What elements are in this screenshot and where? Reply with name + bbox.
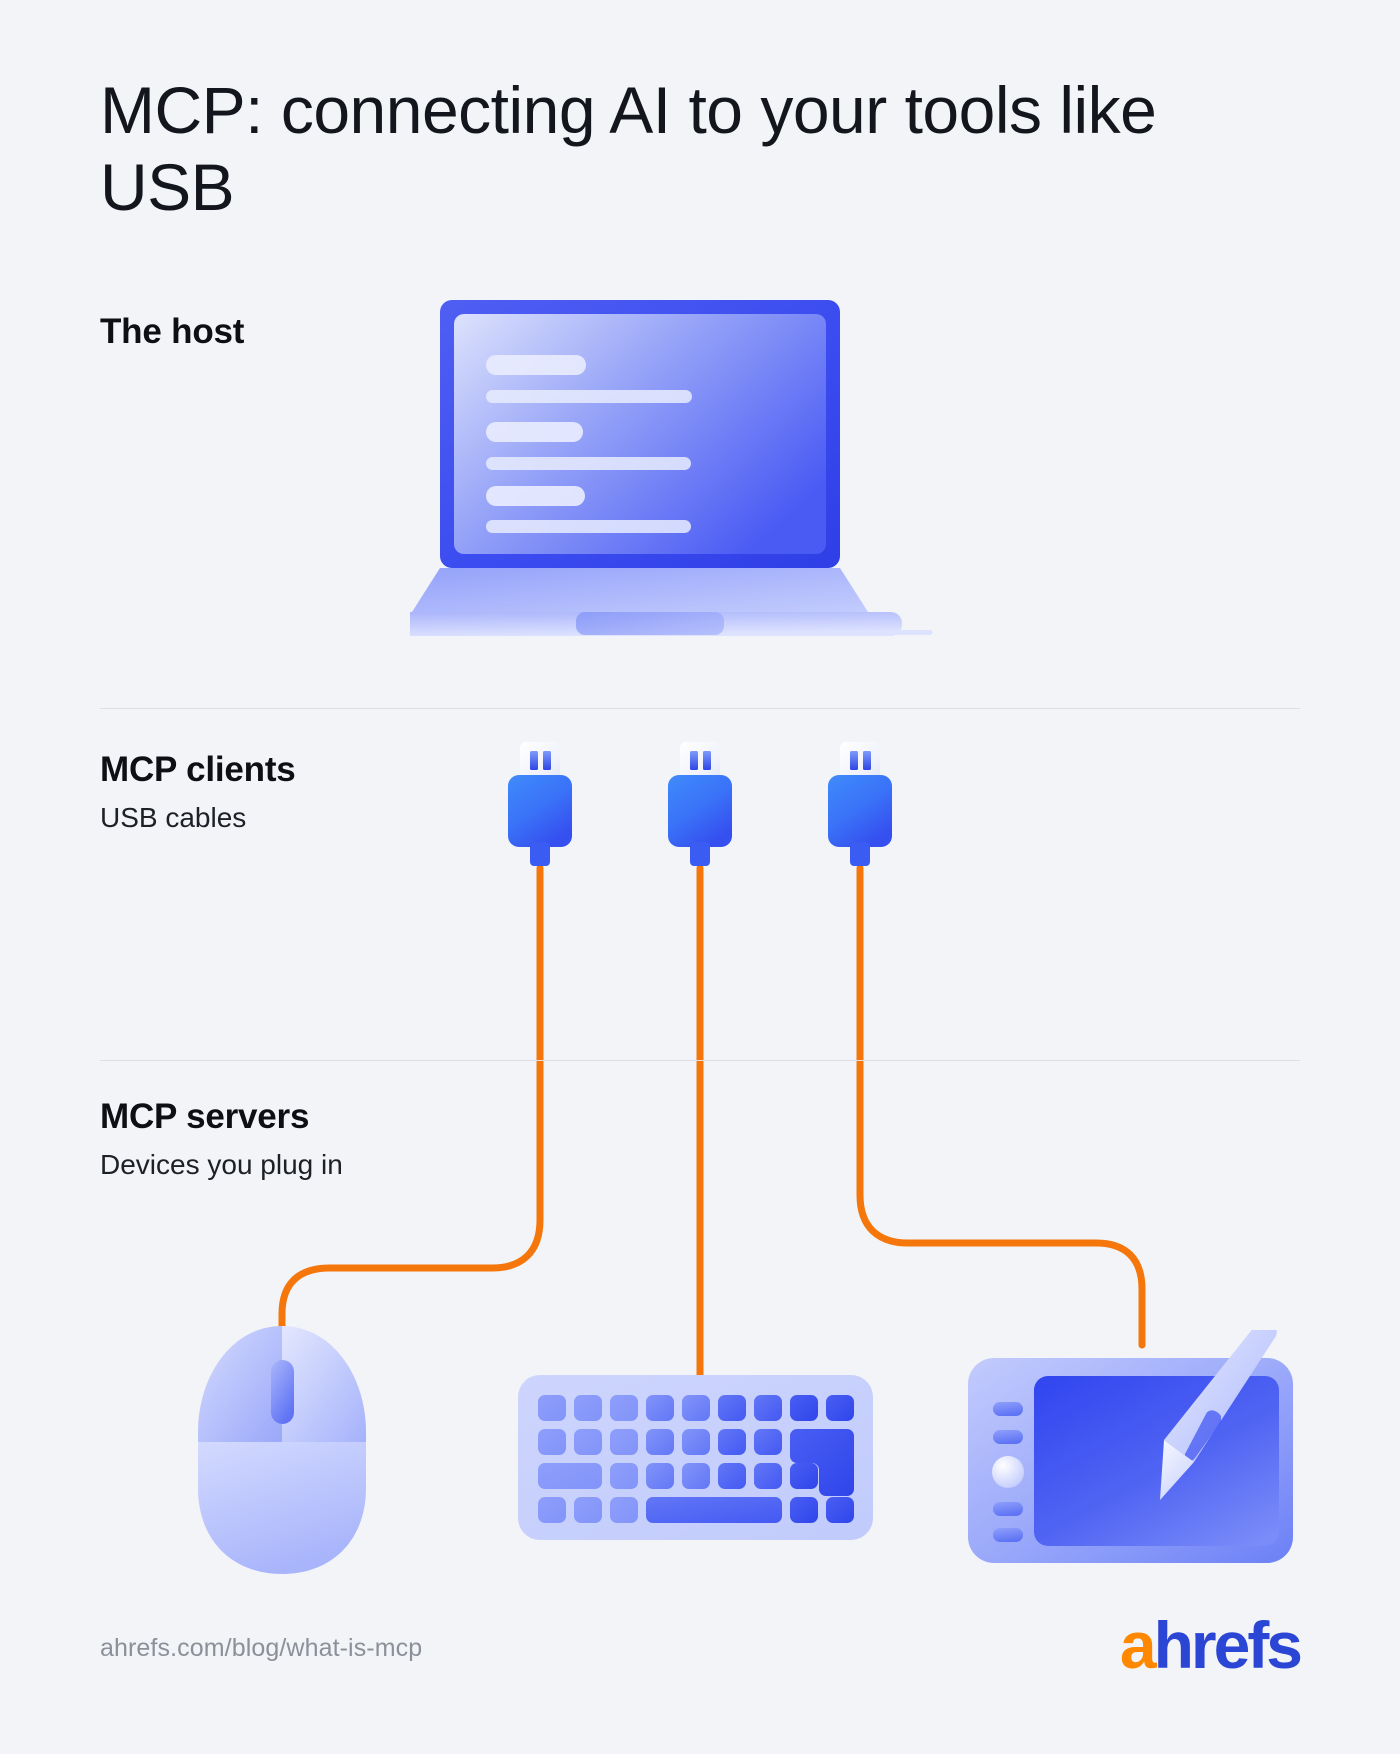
key bbox=[826, 1395, 854, 1421]
divider-clients-servers bbox=[100, 1060, 1300, 1061]
tablet-button bbox=[993, 1430, 1023, 1444]
key bbox=[790, 1395, 818, 1421]
mouse-illustration bbox=[192, 1320, 372, 1580]
tablet-stylus bbox=[1160, 1330, 1277, 1500]
key bbox=[610, 1429, 638, 1455]
key bbox=[574, 1395, 602, 1421]
screen-line bbox=[486, 457, 691, 470]
key bbox=[826, 1497, 854, 1523]
key bbox=[754, 1395, 782, 1421]
tablet-button bbox=[993, 1502, 1023, 1516]
key-capslock bbox=[538, 1463, 602, 1489]
screen-line bbox=[486, 390, 692, 403]
divider-host-clients bbox=[100, 708, 1300, 709]
section-label-host: The host bbox=[100, 312, 244, 352]
key bbox=[754, 1429, 782, 1455]
mouse-scroll-wheel bbox=[271, 1360, 294, 1424]
usb-pin bbox=[530, 751, 538, 770]
key bbox=[646, 1429, 674, 1455]
section-label-servers: MCP servers Devices you plug in bbox=[100, 1097, 343, 1181]
key bbox=[538, 1395, 566, 1421]
key bbox=[610, 1497, 638, 1523]
ahrefs-logo: ahrefs bbox=[1120, 1612, 1303, 1678]
stylus-tip bbox=[1160, 1440, 1194, 1500]
laptop-screen-lines bbox=[486, 355, 692, 533]
tablet-button bbox=[993, 1402, 1023, 1416]
key bbox=[610, 1463, 638, 1489]
usb-plug-1 bbox=[505, 742, 575, 872]
laptop-trackpad bbox=[576, 612, 724, 635]
key bbox=[682, 1395, 710, 1421]
key bbox=[718, 1395, 746, 1421]
usb-pin bbox=[863, 751, 871, 770]
usb-pin bbox=[690, 751, 698, 770]
usb-body bbox=[828, 775, 892, 847]
stylus-shaft bbox=[1164, 1330, 1277, 1462]
usb-body bbox=[508, 775, 572, 847]
mouse-left-button bbox=[198, 1326, 282, 1442]
laptop-illustration bbox=[410, 300, 990, 650]
key bbox=[790, 1463, 818, 1489]
key bbox=[646, 1395, 674, 1421]
section-sub-clients: USB cables bbox=[100, 802, 247, 833]
screen-line bbox=[486, 422, 583, 442]
usb-body bbox=[668, 775, 732, 847]
page-title: MCP: connecting AI to your tools like US… bbox=[100, 73, 1157, 225]
keyboard-body bbox=[518, 1375, 873, 1540]
screen-line bbox=[486, 486, 585, 506]
logo-letters-hrefs: hrefs bbox=[1153, 1608, 1303, 1682]
usb-pin bbox=[703, 751, 711, 770]
key bbox=[538, 1497, 566, 1523]
section-head-clients: MCP clients bbox=[100, 750, 296, 789]
section-head-servers: MCP servers bbox=[100, 1097, 310, 1136]
keyboard-row-4 bbox=[538, 1497, 854, 1523]
tablet-button bbox=[993, 1528, 1023, 1542]
stylus-grip bbox=[1184, 1410, 1221, 1461]
tablet-dial bbox=[992, 1456, 1024, 1488]
section-sub-servers: Devices you plug in bbox=[100, 1149, 343, 1180]
logo-letter-a: a bbox=[1119, 1608, 1157, 1682]
key bbox=[646, 1463, 674, 1489]
key-enter bbox=[790, 1429, 854, 1496]
usb-metal-tip bbox=[840, 742, 880, 780]
key bbox=[682, 1429, 710, 1455]
keyboard-illustration bbox=[518, 1375, 873, 1555]
screen-line bbox=[486, 355, 586, 375]
mouse-body bbox=[198, 1442, 366, 1574]
usb-neck bbox=[690, 842, 710, 866]
key bbox=[574, 1429, 602, 1455]
keyboard-row-2 bbox=[538, 1429, 854, 1496]
screen-line bbox=[486, 520, 691, 533]
key bbox=[718, 1463, 746, 1489]
key bbox=[538, 1429, 566, 1455]
laptop-deck bbox=[412, 568, 868, 612]
key bbox=[610, 1395, 638, 1421]
usb-pin bbox=[543, 751, 551, 770]
usb-plug-2 bbox=[665, 742, 735, 872]
key bbox=[574, 1497, 602, 1523]
key bbox=[682, 1463, 710, 1489]
cable-to-tablet bbox=[856, 864, 1146, 1349]
usb-metal-tip bbox=[680, 742, 720, 780]
cable-to-mouse bbox=[278, 864, 544, 1334]
usb-neck bbox=[530, 842, 550, 866]
usb-neck bbox=[850, 842, 870, 866]
usb-plug-3 bbox=[825, 742, 895, 872]
key-spacebar bbox=[646, 1497, 782, 1523]
keyboard-row-3 bbox=[538, 1463, 818, 1489]
usb-pin bbox=[850, 751, 858, 770]
mouse-right-button bbox=[282, 1326, 366, 1442]
section-label-clients: MCP clients USB cables bbox=[100, 750, 296, 834]
key bbox=[790, 1497, 818, 1523]
key bbox=[754, 1463, 782, 1489]
drawing-tablet-illustration bbox=[968, 1330, 1303, 1570]
key bbox=[718, 1429, 746, 1455]
usb-metal-tip bbox=[520, 742, 560, 780]
section-head-host: The host bbox=[100, 312, 245, 351]
source-url: ahrefs.com/blog/what-is-mcp bbox=[100, 1634, 423, 1662]
keyboard-row-1 bbox=[538, 1395, 854, 1421]
tablet-active-area bbox=[1034, 1376, 1279, 1546]
